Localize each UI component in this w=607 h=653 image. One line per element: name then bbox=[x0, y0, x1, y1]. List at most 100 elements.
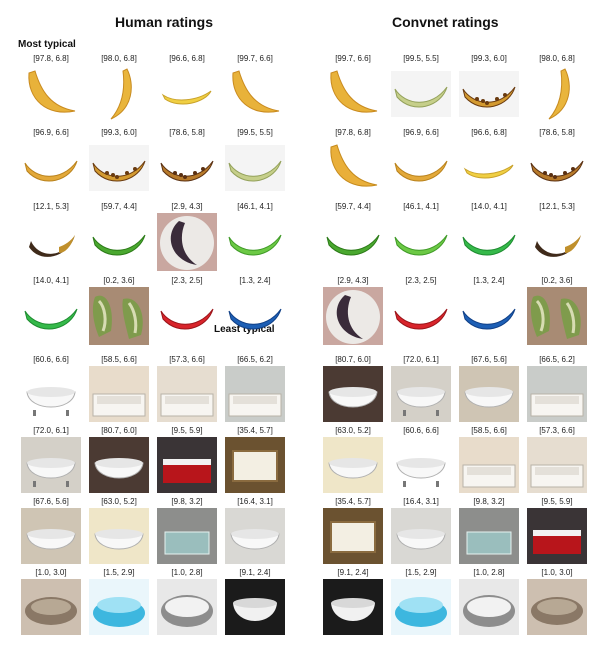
banana-cell: [99.3, 6.0] bbox=[456, 53, 522, 123]
bathtub-cell: [16.4, 3.1] bbox=[222, 496, 288, 564]
bathtub-image bbox=[225, 366, 285, 422]
bathtub-image bbox=[459, 366, 519, 422]
bathtub-image bbox=[527, 437, 587, 493]
rating-label: [1.0, 3.0] bbox=[35, 568, 67, 577]
rating-label: [67.6, 5.6] bbox=[33, 497, 69, 506]
most-typical-label: Most typical bbox=[18, 39, 76, 50]
banana-image bbox=[110, 68, 132, 120]
banana-image bbox=[29, 235, 75, 257]
bathtub-cell: [9.8, 3.2] bbox=[154, 496, 220, 564]
rating-label: [97.8, 6.8] bbox=[335, 128, 371, 137]
rating-label: [58.5, 6.6] bbox=[101, 355, 137, 364]
bathtub-image bbox=[323, 366, 383, 422]
bathtub-cell: [9.5, 5.9] bbox=[524, 496, 590, 564]
banana-image bbox=[330, 70, 378, 113]
bathtub-image bbox=[459, 579, 519, 635]
rating-label: [99.3, 6.0] bbox=[471, 54, 507, 63]
banana-cell: [2.9, 4.3] bbox=[320, 275, 386, 345]
banana-cell: [99.3, 6.0] bbox=[86, 127, 152, 197]
bathtub-image bbox=[157, 508, 217, 564]
rating-label: [72.0, 6.1] bbox=[403, 355, 439, 364]
bathtub-cell: [66.5, 6.2] bbox=[524, 354, 590, 422]
rating-label: [12.1, 5.3] bbox=[539, 202, 575, 211]
banana-image bbox=[394, 234, 448, 256]
bathtub-image bbox=[157, 579, 217, 635]
banana-cell: [2.3, 2.5] bbox=[388, 275, 454, 345]
banana-cell: [1.3, 2.4] bbox=[456, 275, 522, 345]
rating-label: [63.0, 5.2] bbox=[335, 426, 371, 435]
rating-label: [57.3, 6.6] bbox=[539, 426, 575, 435]
rating-label: [9.1, 2.4] bbox=[337, 568, 369, 577]
rating-label: [78.6, 5.8] bbox=[539, 128, 575, 137]
banana-cell: [1.3, 2.4] bbox=[222, 275, 288, 345]
rating-label: [58.5, 6.6] bbox=[471, 426, 507, 435]
rating-label: [2.3, 2.5] bbox=[171, 276, 203, 285]
bathtub-image bbox=[391, 366, 451, 422]
banana-image bbox=[462, 234, 516, 256]
banana-image bbox=[330, 144, 378, 187]
banana-cell: [99.5, 5.5] bbox=[222, 127, 288, 197]
banana-grid-convnet: [99.7, 6.6][99.5, 5.5][99.3, 6.0][98.0, … bbox=[320, 53, 590, 345]
banana-cell: [2.9, 4.3] bbox=[154, 201, 220, 271]
banana-cell: [78.6, 5.8] bbox=[524, 127, 590, 197]
rating-label: [66.5, 6.2] bbox=[237, 355, 273, 364]
banana-cell: [99.5, 5.5] bbox=[388, 53, 454, 123]
banana-cell: [99.7, 6.6] bbox=[222, 53, 288, 123]
banana-image bbox=[462, 308, 516, 330]
rating-label: [35.4, 5.7] bbox=[335, 497, 371, 506]
rating-label: [72.0, 6.1] bbox=[33, 426, 69, 435]
banana-cell: [12.1, 5.3] bbox=[524, 201, 590, 271]
bathtub-cell: [16.4, 3.1] bbox=[388, 496, 454, 564]
banana-cell: [12.1, 5.3] bbox=[18, 201, 84, 271]
bathtub-cell: [60.6, 6.6] bbox=[18, 354, 84, 422]
banana-cell: [46.1, 4.1] bbox=[388, 201, 454, 271]
human-ratings-title: Human ratings bbox=[115, 14, 214, 30]
bathtub-image bbox=[21, 366, 81, 422]
rating-label: [0.2, 3.6] bbox=[541, 276, 573, 285]
bathtub-cell: [9.8, 3.2] bbox=[456, 496, 522, 564]
banana-cell: [96.9, 6.6] bbox=[18, 127, 84, 197]
bathtub-image bbox=[391, 437, 451, 493]
banana-image bbox=[225, 145, 285, 191]
rating-label: [16.4, 3.1] bbox=[237, 497, 273, 506]
rating-label: [35.4, 5.7] bbox=[237, 426, 273, 435]
bathtub-cell: [9.5, 5.9] bbox=[154, 425, 220, 493]
rating-label: [14.0, 4.1] bbox=[33, 276, 69, 285]
banana-image bbox=[24, 308, 78, 330]
bathtub-cell: [67.6, 5.6] bbox=[456, 354, 522, 422]
bathtub-image bbox=[157, 366, 217, 422]
bathtub-cell: [1.0, 2.8] bbox=[456, 567, 522, 635]
banana-grid-human: [97.8, 6.8][98.0, 6.8][96.6, 6.8][99.7, … bbox=[18, 53, 288, 345]
rating-label: [99.5, 5.5] bbox=[403, 54, 439, 63]
banana-image bbox=[535, 235, 581, 257]
rating-label: [99.7, 6.6] bbox=[237, 54, 273, 63]
rating-label: [12.1, 5.3] bbox=[33, 202, 69, 211]
rating-label: [16.4, 3.1] bbox=[403, 497, 439, 506]
bathtub-image bbox=[527, 579, 587, 635]
rating-label: [1.5, 2.9] bbox=[103, 568, 135, 577]
rating-label: [2.9, 4.3] bbox=[337, 276, 369, 285]
banana-cell: [0.2, 3.6] bbox=[86, 275, 152, 345]
rating-label: [80.7, 6.0] bbox=[101, 426, 137, 435]
banana-image bbox=[326, 234, 380, 256]
rating-label: [1.0, 2.8] bbox=[473, 568, 505, 577]
rating-label: [1.3, 2.4] bbox=[473, 276, 505, 285]
banana-cell: [14.0, 4.1] bbox=[18, 275, 84, 345]
banana-cell: [97.8, 6.8] bbox=[320, 127, 386, 197]
banana-cell: [78.6, 5.8] bbox=[154, 127, 220, 197]
banana-cell: [98.0, 6.8] bbox=[524, 53, 590, 123]
rating-label: [59.7, 4.4] bbox=[335, 202, 371, 211]
bathtub-image bbox=[323, 437, 383, 493]
bathtub-cell: [80.7, 6.0] bbox=[86, 425, 152, 493]
bathtub-image bbox=[157, 437, 217, 493]
bathtub-cell: [1.5, 2.9] bbox=[388, 567, 454, 635]
bathtub-image bbox=[323, 579, 383, 635]
rating-label: [98.0, 6.8] bbox=[101, 54, 137, 63]
banana-cell: [2.3, 2.5] bbox=[154, 275, 220, 345]
bathtub-cell: [57.3, 6.6] bbox=[524, 425, 590, 493]
rating-label: [9.1, 2.4] bbox=[239, 568, 271, 577]
banana-image bbox=[391, 71, 451, 117]
bathtub-cell: [35.4, 5.7] bbox=[222, 425, 288, 493]
bathtub-cell: [58.5, 6.6] bbox=[456, 425, 522, 493]
bathtub-image bbox=[459, 437, 519, 493]
